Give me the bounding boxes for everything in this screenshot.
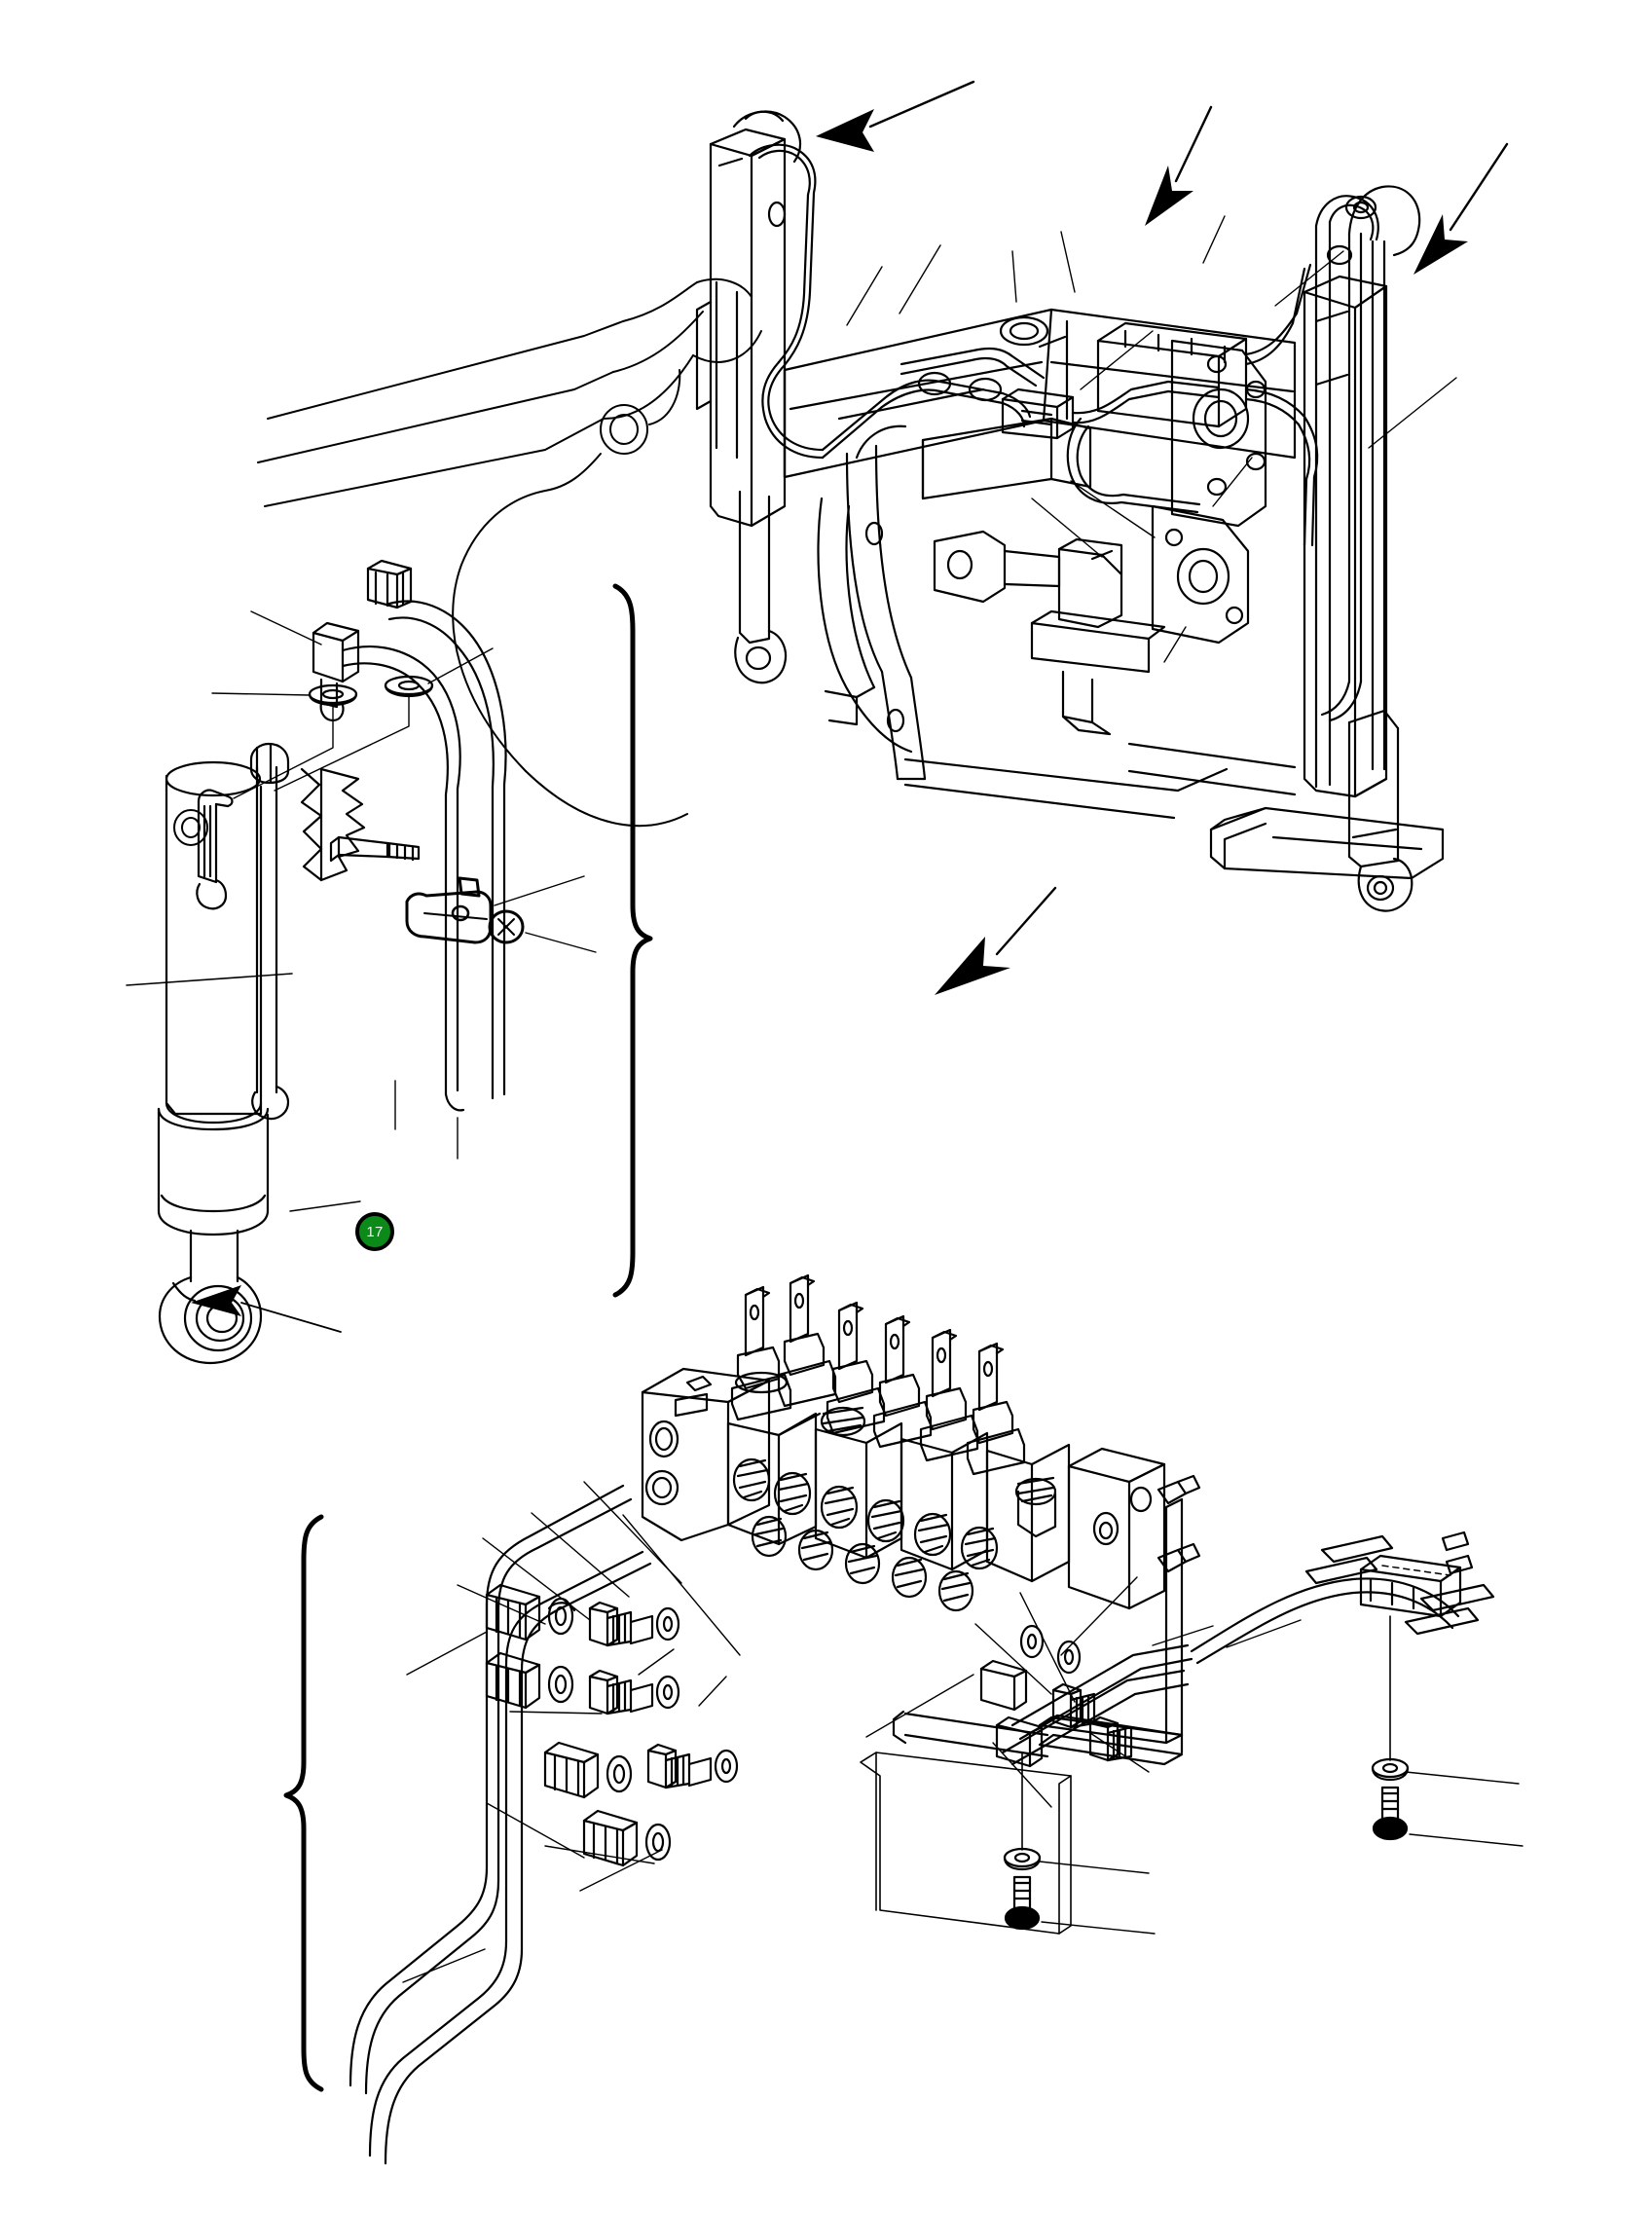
left-tube-bundle [349,1484,739,2165]
adapter-b [588,1669,680,1715]
valve-bank-body [641,1273,1201,1612]
right-collar-2 [995,1715,1044,1768]
routing-outline [860,1752,1072,1935]
right-adapter-2 [1056,1640,1133,1762]
tube-clamp [405,876,525,944]
annotation-marker-17-label: 17 [366,1223,384,1240]
elbow-fitting-and-tube [233,559,507,1112]
right-outrigger-leg [1209,185,1445,912]
arrow-cylinder-rod-eye [191,1285,241,1316]
hose-fitting-d [582,1809,672,1867]
right-collar-1 [979,1659,1028,1712]
arrow-valve-bank [935,937,1010,995]
boom-lift-cylinder-group [126,559,653,1365]
bracket-bolt [1372,1786,1409,1841]
mount-washer [1003,1847,1042,1871]
adapter-c [646,1743,739,1789]
bracket-washer [1371,1757,1410,1782]
annotation-marker-17[interactable]: 17 [355,1212,394,1251]
broken-view-plate-and-bolt [300,767,421,882]
valve-mount-bracket [892,1497,1184,1766]
chassis-body [783,308,1297,820]
hose-fitting-b [485,1651,574,1710]
machine-frame-assembly [257,110,1445,912]
right-adapter-1 [1019,1624,1096,1729]
leader-lines-lower [402,1481,1524,1983]
valve-ports [732,1457,999,1612]
mount-bolt [1004,1875,1041,1931]
group-brace-right [612,583,653,1298]
upper-hose-routing [821,263,1319,547]
leader-lines-upper-left [211,610,597,1212]
sealing-washer-left [308,683,358,707]
hose-fitting-c [543,1741,633,1799]
hose-fitting-a [485,1583,576,1641]
boom-lift-cylinder [126,742,293,1365]
control-valve-assembly [283,886,1524,2165]
adapter-a [588,1601,680,1647]
valve-spools [730,1273,1057,1538]
group-brace-left [283,1514,324,2092]
sealing-washer-right [384,675,434,698]
right-tube-bundle [979,1531,1495,1931]
leader-lines-frame [846,215,1457,663]
left-outrigger-leg [695,110,825,684]
callout-arrows-upper [816,80,1509,275]
boom-arm [257,277,762,828]
